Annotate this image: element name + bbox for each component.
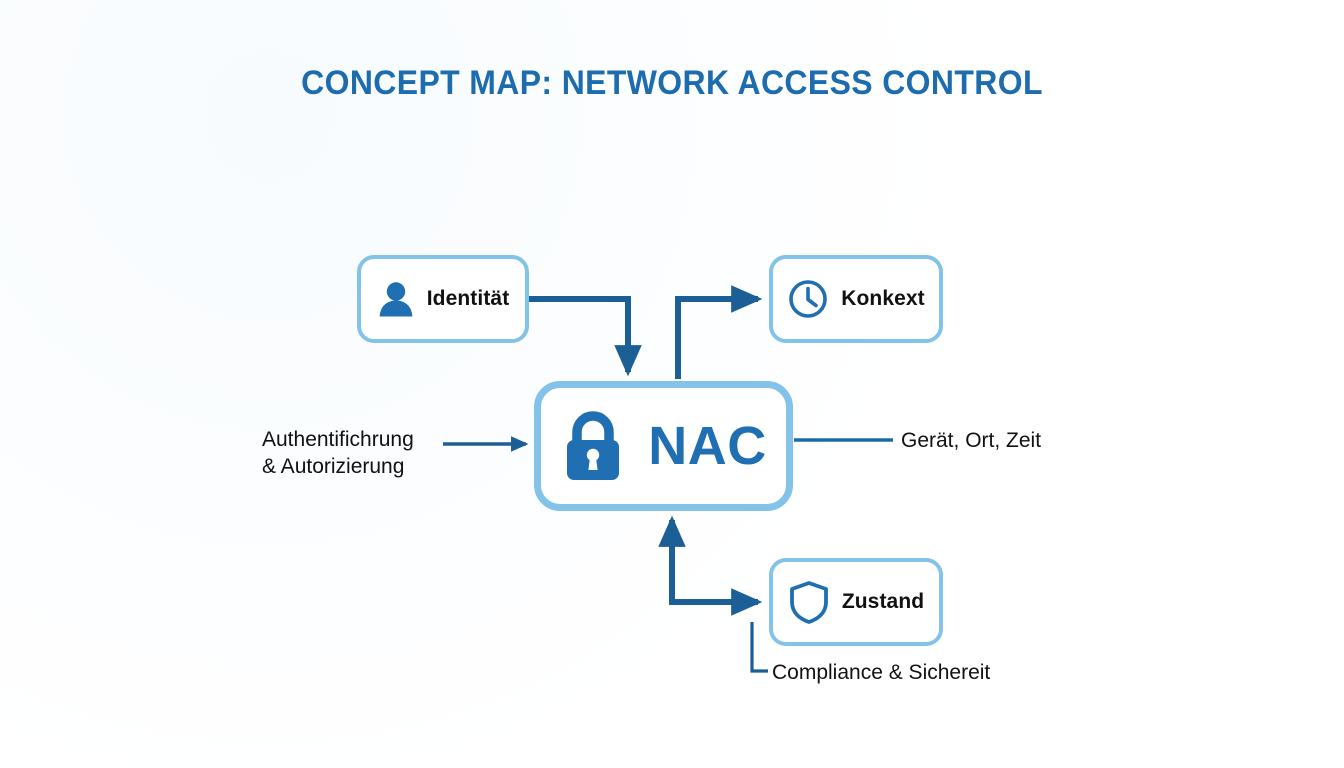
node-context[interactable]: Konkext — [769, 255, 943, 343]
connector-nac-to-context — [675, 285, 763, 379]
node-nac-label: NAC — [648, 416, 767, 476]
annotation-authentication: Authentifichrung & Autorizierung — [262, 426, 414, 480]
clock-icon — [787, 278, 829, 320]
node-nac-center[interactable]: NAC — [534, 381, 793, 511]
node-state-label: Zustand — [841, 590, 925, 613]
node-identity-label: Identität — [426, 287, 510, 310]
node-context-label: Konkext — [841, 287, 925, 310]
user-icon — [377, 279, 415, 319]
node-identity[interactable]: Identität — [357, 255, 529, 343]
shield-icon — [788, 579, 830, 625]
connector-state-to-nac — [658, 515, 763, 616]
annotation-compliance-security: Compliance & Sichereit — [772, 661, 991, 684]
lock-icon — [560, 408, 626, 484]
connector-identity-to-nac — [529, 296, 642, 377]
annotation-authentication-line2: & Autorizierung — [262, 455, 405, 478]
node-state[interactable]: Zustand — [769, 558, 943, 646]
annotation-device-location-time: Gerät, Ort, Zeit — [901, 429, 1042, 452]
page-title: CONCEPT MAP: NETWORK ACCESS CONTROL — [301, 64, 1043, 102]
annotation-authentication-line1: Authentifichrung — [262, 428, 414, 451]
connector-state-to-compliance — [750, 622, 768, 673]
